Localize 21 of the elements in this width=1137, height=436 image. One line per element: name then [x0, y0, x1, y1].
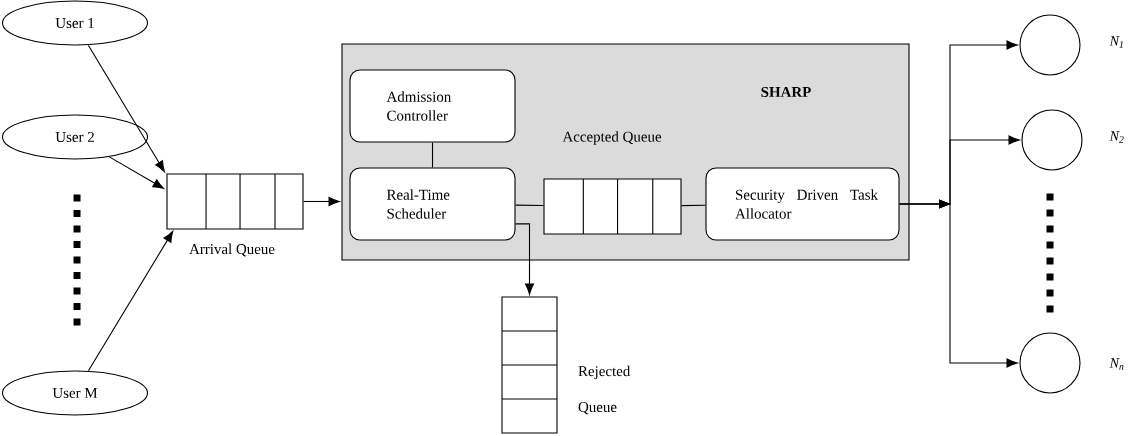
arrow	[303, 196, 340, 207]
node-circle	[1021, 109, 1083, 171]
arrow	[899, 199, 1018, 368]
node-label: N$_{1}$	[1109, 36, 1123, 48]
arrow	[87, 44, 165, 173]
arrow	[108, 156, 165, 189]
node-label: N$_{n}$	[1109, 358, 1124, 370]
module-box: Security Driven Task Allocator	[705, 167, 900, 241]
node-label: N$_{2}$	[1109, 131, 1124, 143]
arrow	[87, 230, 174, 372]
node-circle	[1019, 332, 1081, 394]
queue-drawing: Arrival Queue	[166, 173, 304, 257]
queue-drawing: Rejected Queue	[501, 296, 631, 434]
node-circle	[1019, 14, 1081, 76]
module-box: Real-Time Scheduler	[349, 167, 516, 241]
queue-drawing: Accepted Queue	[543, 131, 682, 235]
node-label: Accepted Queue	[562, 131, 662, 145]
module-box: Admission Controller	[349, 69, 516, 143]
arrow	[515, 223, 535, 295]
node-label: Arrival Queue	[189, 243, 275, 257]
node-label: Rejected Queue	[578, 365, 631, 415]
